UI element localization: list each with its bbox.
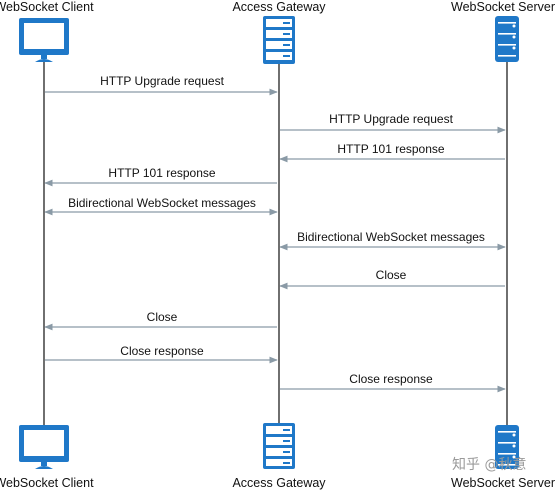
message-label-5: Bidirectional WebSocket messages [68, 196, 256, 210]
message-label-9: Close response [120, 344, 204, 358]
gateway-title-top: Access Gateway [232, 0, 326, 14]
watermark: 知乎 @秋意 [452, 456, 526, 473]
gateway-title-bottom: Access Gateway [232, 476, 326, 490]
message-label-6: Bidirectional WebSocket messages [297, 230, 485, 244]
client-title-top: WebSocket Client [0, 0, 94, 14]
server-rack-icon [495, 425, 519, 469]
message-label-10: Close response [349, 372, 433, 386]
server-title-bottom: WebSocket Server [451, 476, 555, 490]
message-label-4: HTTP 101 response [108, 166, 215, 180]
message-label-1: HTTP Upgrade request [100, 74, 225, 88]
message-label-7: Close [376, 268, 407, 282]
server-rack-icon [495, 16, 519, 62]
server-title-top: WebSocket Server [451, 0, 555, 14]
server-rack-icon [263, 16, 295, 64]
client-title-bottom: WebSocket Client [0, 476, 94, 490]
server-rack-icon [263, 423, 295, 469]
monitor-icon [19, 18, 69, 62]
monitor-icon [19, 425, 69, 469]
message-label-8: Close [147, 310, 178, 324]
message-label-3: HTTP 101 response [337, 142, 444, 156]
message-label-2: HTTP Upgrade request [329, 112, 454, 126]
